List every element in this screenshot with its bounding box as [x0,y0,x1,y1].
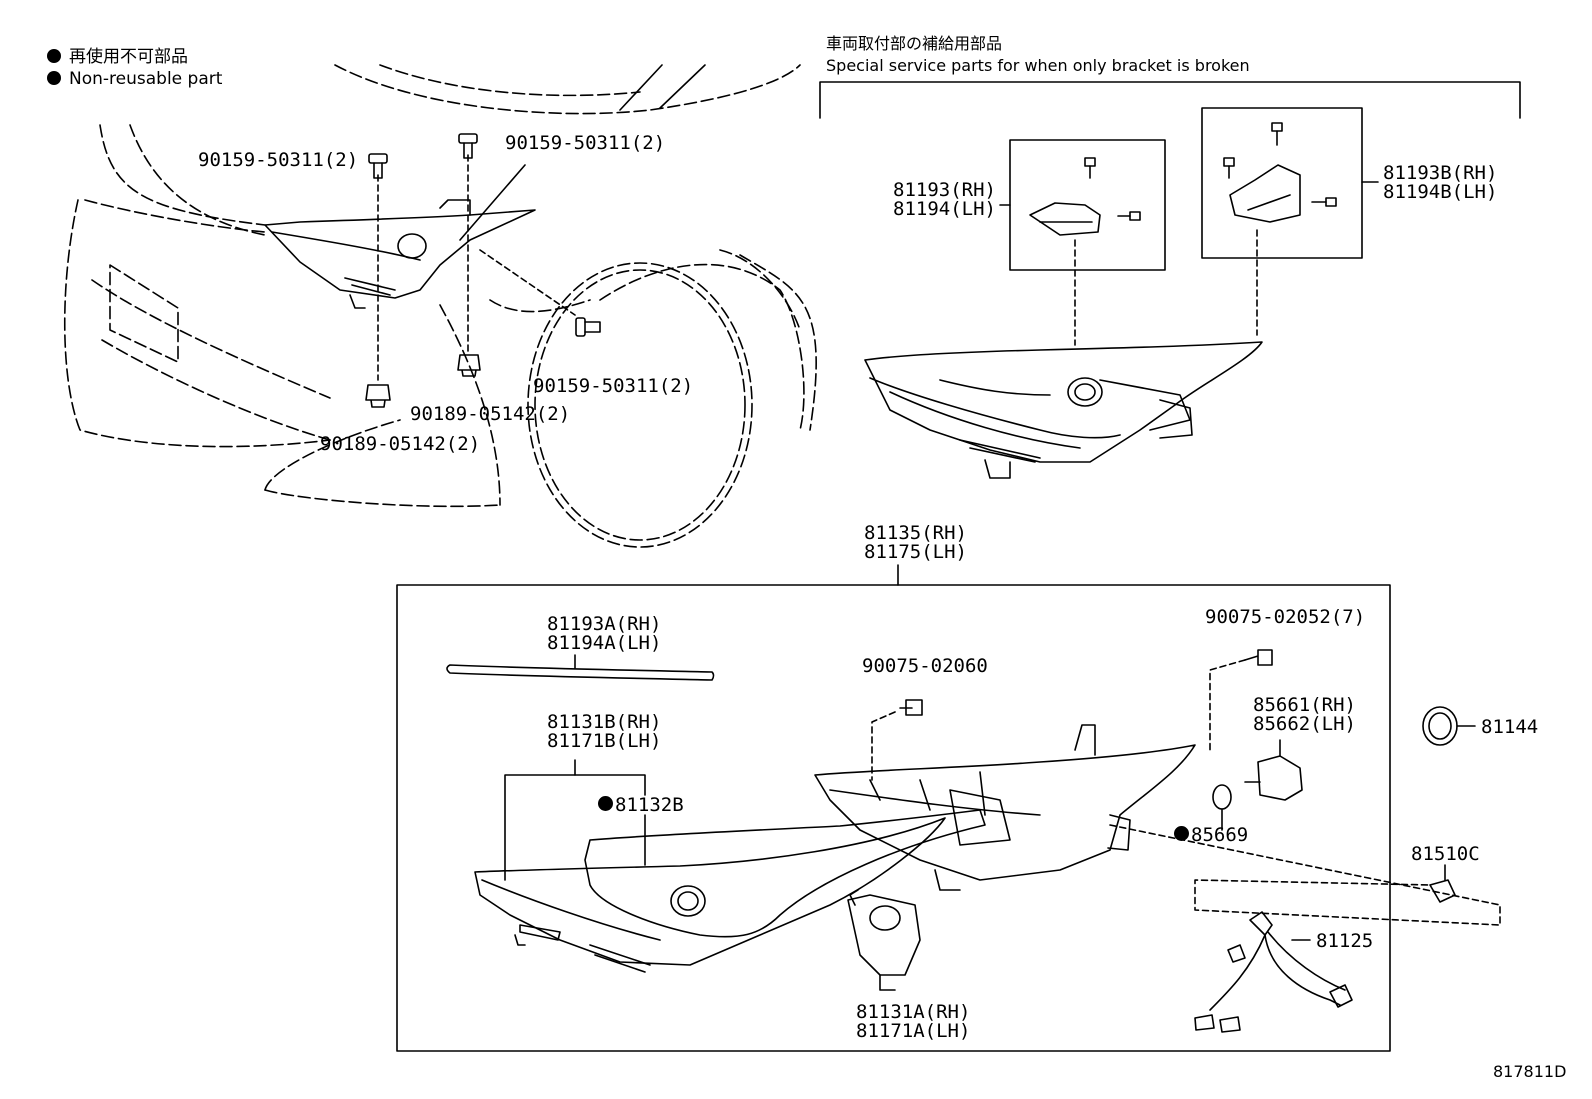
large-headlamp [864,341,1263,479]
housing-part [814,724,1196,891]
label-actuator-rh: 85661(RH) [1253,694,1356,716]
gasket-outline [584,809,986,938]
vehicle-body-outline [63,64,817,508]
bulb-cap-part [1429,864,1456,903]
assembly-frame [396,584,1391,1052]
label-strip-lh: 81194A(LH) [547,632,662,654]
label-bracket-rh: 81193(RH) [893,179,996,201]
fastener-leaders [377,154,576,381]
label-bracket-b-lh: 81194B(LH) [1383,181,1498,203]
label-actuator-lh: 85662(LH) [1253,713,1356,735]
service-note: 車両取付部の補給用部品 Special service parts for wh… [826,33,1250,77]
label-screw-multi: 90075-02052(7) [1205,606,1366,628]
legend-row-english: Non-reusable part [47,68,222,90]
label-wire: 81125 [1316,930,1374,952]
label-lens-lh: 81171B(LH) [547,730,662,752]
label-strip-pair: 81193A(RH) 81194A(LH) [547,615,661,653]
label-unit-pair: 81131A(RH) 81171A(LH) [856,1003,970,1041]
label-clip-b: 90189-05142(2) [410,403,571,425]
figure-id: 817811D [1493,1062,1567,1081]
bolt-leader-line [459,164,526,241]
label-oring: 85669 [1174,826,1248,845]
bullet-icon [47,49,61,63]
legend-row-japanese: 再使用不可部品 [47,46,222,68]
cap-part [1422,706,1476,746]
label-bolt-a: 90159-50311(2) [198,149,359,171]
legend-japanese: 再使用不可部品 [69,47,188,67]
bolt-icon-2 [458,133,478,159]
screw-icon-1 [899,699,923,716]
bracket-leaders [1074,229,1258,346]
bullet-icon [47,71,61,85]
label-bracket-b-rh: 81193B(RH) [1383,162,1498,184]
label-cap: 81144 [1481,716,1539,738]
label-assy-pair: 81135(RH) 81175(LH) [864,524,967,562]
label-bracket-pair: 81193(RH) 81194(LH) [893,181,996,219]
actuator-part [1244,739,1303,801]
lens-part [474,817,946,973]
bracket-part-1 [1029,157,1141,236]
installed-headlamp [264,199,536,309]
bracket-box-1 [1009,139,1166,271]
label-screw-single: 90075-02060 [862,655,988,677]
wheel-outline [527,262,753,548]
label-strip-rh: 81193A(RH) [547,613,662,635]
label-bulb-cap: 81510C [1411,843,1480,865]
bracket-box-2 [1201,107,1363,259]
label-bolt-b: 90159-50311(2) [505,132,666,154]
bracket-part-2 [1223,122,1379,223]
service-bracket-line [819,81,1521,119]
non-reusable-icon [598,796,613,811]
label-unit-lh: 81171A(LH) [856,1020,971,1042]
screw-icon-2 [1244,649,1273,666]
label-assy-rh: 81135(RH) [864,522,967,544]
unit-part [847,889,921,991]
label-bracket-lh: 81194(LH) [893,198,996,220]
label-unit-rh: 81131A(RH) [856,1001,971,1023]
lens-bracket-line [504,774,646,881]
service-note-english: Special service parts for when only brac… [826,56,1250,75]
clip-icon-2 [457,354,481,377]
label-lens-rh: 81131B(RH) [547,711,662,733]
label-bolt-c: 90159-50311(2) [533,375,694,397]
legend-english: Non-reusable part [69,69,223,89]
label-bracket-b-pair: 81193B(RH) 81194B(LH) [1383,164,1497,202]
label-lens-pair: 81131B(RH) 81171B(LH) [547,713,661,751]
bolt-icon-3 [575,317,601,337]
service-note-japanese: 車両取付部の補給用部品 [826,34,1003,53]
hood-line [619,64,706,111]
oring-part [1212,784,1232,810]
label-clip-a: 90189-05142(2) [320,433,481,455]
wire-harness-part [1194,911,1353,1033]
label-gasket: 81132B [598,796,684,815]
bolt-icon-1 [368,153,388,179]
legend: 再使用不可部品 Non-reusable part [47,46,222,90]
label-assy-lh: 81175(LH) [864,541,967,563]
screw-leaders [871,659,1501,926]
strip-part [446,664,715,681]
non-reusable-icon [1174,826,1189,841]
label-actuator-pair: 85661(RH) 85662(LH) [1253,696,1356,734]
clip-icon-1 [365,384,391,408]
